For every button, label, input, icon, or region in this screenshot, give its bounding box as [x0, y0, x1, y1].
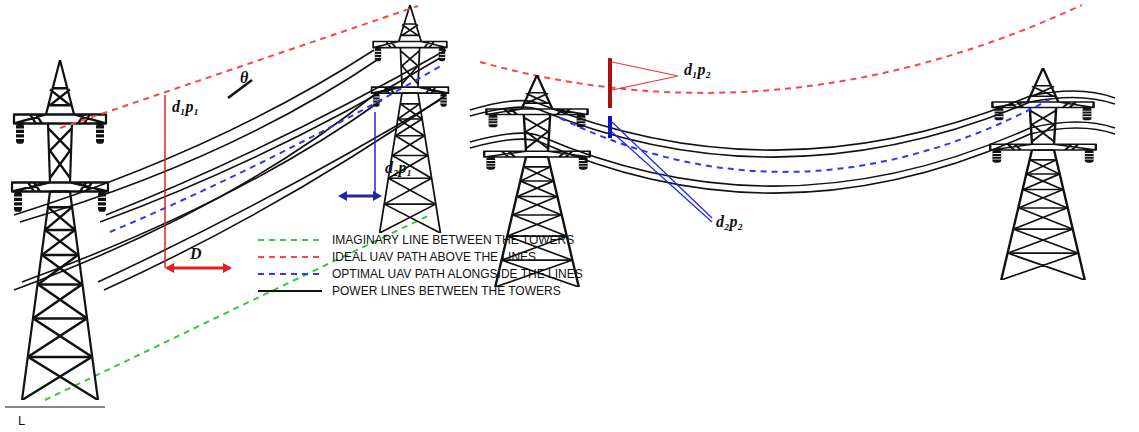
legend-text: IMAGINARY LINE BETWEEN THE TOWERS	[332, 234, 574, 246]
distance-label: d₁p₂	[684, 62, 711, 78]
legend-text: OPTIMAL UAV PATH ALONGSIDE THE LINES	[332, 268, 583, 280]
offset-label: D	[190, 246, 202, 262]
legend-text: IDEAL UAV PATH ABOVE THE LINES	[332, 251, 536, 263]
angle-label: θ	[240, 70, 248, 86]
distance-label: d₁p₁	[170, 98, 201, 116]
distance-label: d₂p₁	[385, 160, 412, 176]
legend-text: POWER LINES BETWEEN THE TOWERS	[332, 285, 561, 297]
distance-label: d₂p₂	[716, 214, 743, 230]
width-label: L	[18, 414, 25, 427]
